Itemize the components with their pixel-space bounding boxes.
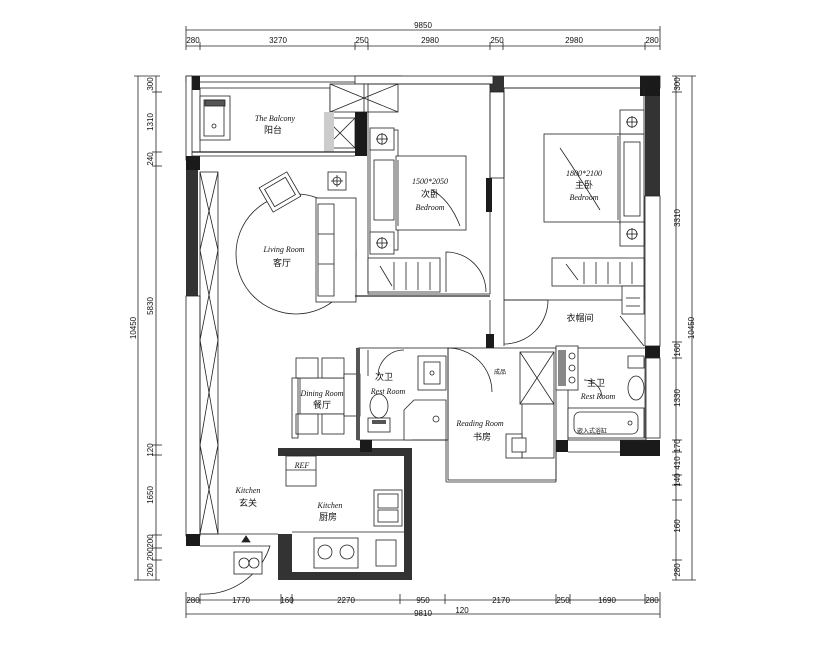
entrance-label-en: Kitchen (235, 486, 261, 495)
right-dim-5: 170 (673, 439, 682, 453)
entrance: Kitchen 玄关 (199, 486, 271, 595)
entrance-label-zh: 玄关 (239, 497, 257, 508)
top-dimensions: 9850 280 3270 250 2980 250 2980 280 (185, 21, 661, 50)
balcony-label-en: The Balcony (255, 114, 296, 123)
master-bedroom-size: 1800*2100 (566, 169, 602, 178)
bottom-dim-8: 1690 (598, 596, 616, 605)
top-dim-4: 2980 (421, 36, 439, 45)
right-dim-2: 3310 (673, 209, 682, 227)
left-dim-1: 300 (146, 77, 155, 91)
top-dim-2: 3270 (269, 36, 287, 45)
bottom-dim-1: 280 (186, 596, 200, 605)
reading-room-en: Reading Room (455, 419, 504, 428)
reading-room: 成品 Reading Room 书房 (447, 347, 557, 481)
left-dim-8: 200 (146, 547, 155, 561)
bottom-dim-5: 950 (416, 596, 430, 605)
balcony-label-zh: 阳台 (264, 124, 282, 135)
master-bedroom-en: Bedroom (569, 193, 598, 202)
master-bathroom: 主卫 Rest Room 嵌入式浴缸 (555, 345, 647, 441)
bathtub-label: 嵌入式浴缸 (577, 427, 607, 435)
dining-room-zh: 餐厅 (313, 399, 331, 410)
second-bedroom-size: 1500*2050 (412, 177, 448, 186)
bottom-total-dim: 9810 (414, 609, 432, 618)
left-dim-2: 1310 (146, 113, 155, 131)
bottom-dim-7: 250 (556, 596, 570, 605)
finished-label: 成品 (494, 368, 506, 376)
right-dim-7: 140 (673, 473, 682, 487)
bottom-dim-6: 2170 (492, 596, 510, 605)
master-bedroom-zh: 主卧 (575, 179, 593, 190)
second-bedroom-zh: 次卧 (421, 188, 439, 199)
reading-room-zh: 书房 (473, 431, 491, 442)
dining-room-en: Dining Room (300, 389, 344, 398)
kitchen-label-en: Kitchen (317, 501, 343, 510)
top-dim-6: 2980 (565, 36, 583, 45)
left-total-dim: 10450 (129, 316, 138, 339)
cloakroom-label: 衣帽间 (566, 312, 593, 323)
left-dimensions: 10450 300 1310 240 5830 120 1650 200 200… (129, 75, 162, 581)
living-room: Living Room 客厅 (199, 171, 357, 535)
bottom-dim-3: 160 (280, 596, 294, 605)
left-dim-7: 200 (146, 534, 155, 548)
master-bath-zh: 主卫 (587, 377, 605, 388)
master-bath-en: Rest Room (580, 392, 616, 401)
right-dim-9: 280 (673, 563, 682, 577)
right-total-dim: 10450 (687, 316, 696, 339)
top-dim-1: 280 (186, 36, 200, 45)
left-dim-4: 5830 (146, 297, 155, 315)
bottom-extra-dim: 120 (455, 606, 469, 615)
living-room-en: Living Room (262, 245, 304, 254)
left-dim-3: 240 (146, 152, 155, 166)
balcony: The Balcony 阳台 (192, 83, 399, 157)
right-dim-1: 300 (673, 77, 682, 91)
right-dim-6: 410 (673, 456, 682, 470)
cloakroom: 衣帽间 (503, 257, 645, 347)
bottom-dim-9: 280 (645, 596, 659, 605)
left-dim-5: 120 (146, 443, 155, 457)
dining-room: Dining Room 餐厅 (291, 357, 361, 439)
left-dim-6: 1650 (146, 486, 155, 504)
second-bathroom: 次卫 Rest Room (356, 347, 449, 441)
right-dimensions: 10450 300 3310 160 1330 170 410 140 160 … (672, 75, 696, 581)
top-dim-7: 280 (645, 36, 659, 45)
interior-lines (200, 295, 620, 535)
right-dim-3: 160 (673, 343, 682, 357)
kitchen: REF Kitchen 厨房 (278, 440, 412, 580)
fridge-label: REF (294, 461, 310, 470)
second-bedroom-en: Bedroom (415, 203, 444, 212)
left-dim-9: 200 (146, 563, 155, 577)
second-bath-en: Rest Room (370, 387, 406, 396)
kitchen-label-zh: 厨房 (319, 511, 337, 522)
top-total-dim: 9850 (414, 21, 432, 30)
right-dim-8: 160 (673, 519, 682, 533)
bottom-dimensions: 280 1770 160 2270 950 2170 250 1690 280 … (185, 592, 661, 618)
second-bath-zh: 次卫 (375, 371, 393, 382)
top-dim-3: 250 (355, 36, 369, 45)
top-dim-5: 250 (490, 36, 504, 45)
outer-walls (185, 75, 661, 546)
living-room-zh: 客厅 (273, 257, 291, 268)
bottom-dim-2: 1770 (232, 596, 250, 605)
second-bedroom: 1500*2050 次卧 Bedroom (367, 83, 491, 295)
bottom-dim-4: 2270 (337, 596, 355, 605)
right-dim-4: 1330 (673, 389, 682, 407)
master-bedroom: 1800*2100 主卧 Bedroom (503, 87, 645, 301)
